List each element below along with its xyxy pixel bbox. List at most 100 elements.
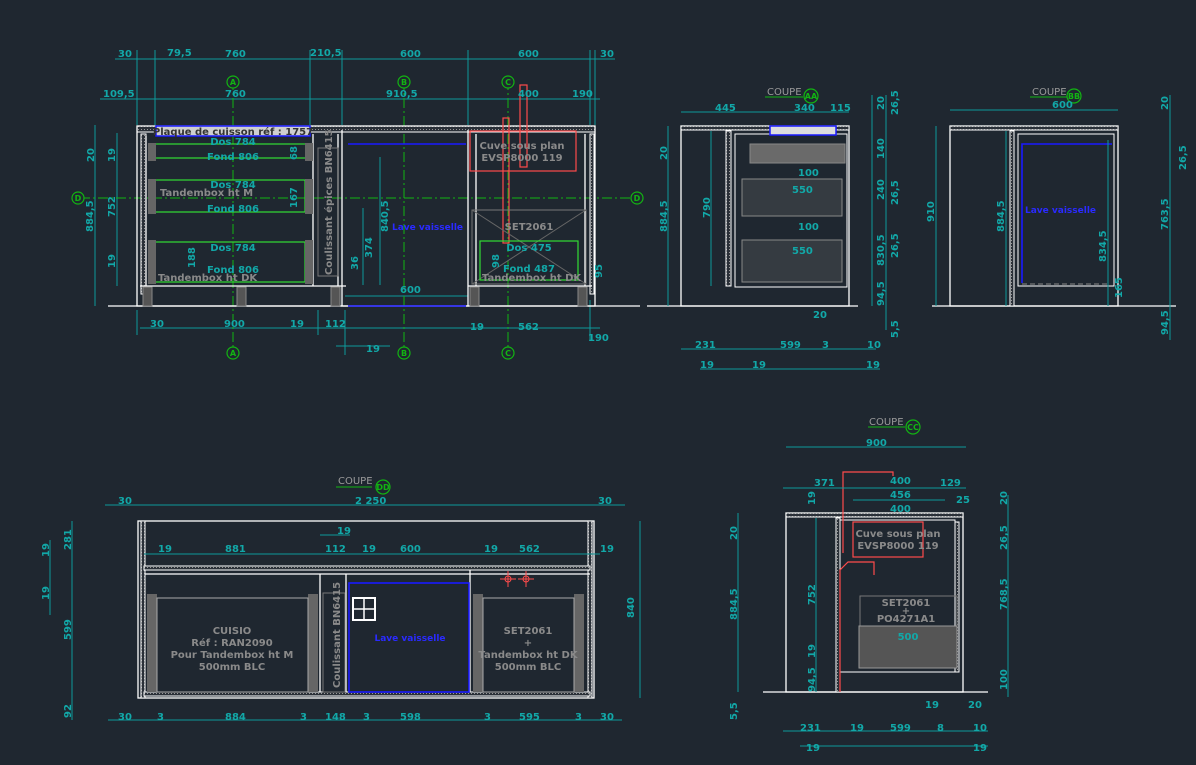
dimension-label: 30 (118, 496, 132, 507)
drawer-bottom[interactable] (741, 239, 843, 283)
axis-marker-c-top[interactable]: C (501, 75, 515, 89)
dimension-label: 19 (470, 322, 484, 333)
dimension-label: 500mm BLC (199, 662, 266, 673)
dimension-label: 830,5 (876, 234, 887, 266)
drawer-label: Dos 784 (210, 180, 256, 191)
drawer-label: Fond 487 (503, 264, 555, 275)
sink-label: Cuve sous plan (479, 141, 564, 152)
dimension-label: 140 (876, 138, 887, 159)
drawer-middle[interactable]: Dos 784 Fond 806 Tandembox ht M (148, 179, 313, 215)
front-dimension-lines (94, 50, 615, 355)
section-marker-aa[interactable]: AA (803, 88, 819, 104)
dimension-label: 19 (807, 491, 818, 505)
dimension-label: 19 (158, 544, 172, 555)
dimension-label: 26,5 (999, 525, 1010, 550)
drawer-top[interactable]: Dos 784 Fond 806 (148, 137, 313, 163)
dimension-label: 19 (107, 148, 118, 162)
section-title: COUPE (869, 417, 904, 428)
dimension-label: 19 (973, 743, 987, 754)
cooktop[interactable] (155, 125, 311, 137)
dimension-label: 20 (999, 491, 1010, 505)
dimension-label: 840,5 (380, 200, 391, 232)
dimension-label: 26,5 (890, 90, 901, 115)
dishwasher-label[interactable]: Lave vaisselle (392, 223, 463, 233)
dimension-label: 884,5 (996, 200, 1007, 232)
left-drawer-box[interactable]: CUISIO Réf : RAN2090 Pour Tandembox ht M… (147, 594, 318, 693)
dimension-label: 92 (63, 704, 74, 718)
axis-marker-b-top[interactable]: B (397, 75, 411, 89)
section-marker-dd[interactable]: DD (375, 479, 391, 495)
axis-marker-a-top[interactable]: A (226, 75, 240, 89)
dimension-label: 562 (519, 544, 540, 555)
axis-marker-d-left[interactable]: D (71, 191, 85, 205)
dimension-label: 752 (107, 196, 118, 217)
dimension-label: 374 (364, 237, 375, 258)
dimension-label: 19 (362, 544, 376, 555)
dimension-label: 600 (400, 49, 421, 60)
right-drawer[interactable]: SET2061 Dos 475 Fond 487 Tandembox ht DK (471, 209, 587, 285)
dimension-label: 68 (289, 146, 300, 160)
drawer-bottom[interactable]: Dos 784 Fond 806 Tandembox ht DK (148, 240, 313, 284)
cooktop[interactable] (769, 125, 837, 136)
dimension-label: 190 (572, 89, 593, 100)
drawer-middle[interactable] (741, 178, 843, 217)
sink-outline[interactable] (469, 130, 577, 172)
axis-marker-c-bottom[interactable]: C (501, 346, 515, 360)
drawer-type-label: Tandembox ht DK (158, 273, 258, 284)
dimension-label: 768,5 (999, 578, 1010, 610)
dimension-label: 763,5 (1160, 198, 1171, 230)
sink-outline[interactable] (852, 521, 924, 558)
dimension-label: 112 (325, 544, 346, 555)
section-marker-bb[interactable]: BB (1066, 88, 1082, 104)
dishwasher-outline[interactable] (1021, 143, 1112, 283)
dimension-label: 148 (325, 712, 346, 723)
dimension-label: 129 (940, 478, 961, 489)
dimension-label: 456 (890, 490, 911, 501)
dimension-label: 19 (484, 544, 498, 555)
dimension-label: 881 (225, 544, 246, 555)
dimension-label: 79,5 (167, 48, 192, 59)
drawer-top[interactable] (749, 143, 846, 164)
axis-marker-b-bottom[interactable]: B (397, 346, 411, 360)
dimension-label: 115 (830, 103, 851, 114)
spice-pullout[interactable] (317, 147, 339, 277)
dimension-label: 400 (890, 504, 911, 515)
dimension-label: 20 (813, 310, 827, 321)
dimension-label: 19 (337, 526, 351, 537)
dimension-label: + (524, 638, 532, 649)
dimension-label: 400 (518, 89, 539, 100)
axis-label: A (230, 349, 237, 358)
dimension-label: 19 (107, 254, 118, 268)
section-aa: COUPE AA 445 340 115 20 26,5 140 240 26,… (647, 87, 901, 371)
dimension-label: 98 (491, 254, 502, 268)
dishwasher-outline[interactable] (348, 582, 470, 693)
spice-pullout-label: Coulissant BN6415 (332, 582, 343, 688)
axis-marker-d-right[interactable]: D (630, 191, 644, 205)
dimension-label: 400 (890, 476, 911, 487)
dimension-label: 19 (366, 344, 380, 355)
drawer-type-label: Tandembox ht M (160, 188, 253, 199)
dimension-label: 900 (866, 438, 887, 449)
front-elevation: A B C A B C D D Plaque de cuis (71, 48, 644, 360)
dimension-label: 19 (925, 700, 939, 711)
drawer-label: Dos 784 (210, 243, 256, 254)
front-dimension-texts: 30 79,5 760 210,5 600 600 30 109,5 760 9… (85, 48, 614, 355)
section-tag: CC (907, 423, 919, 432)
dimension-label: 36 (350, 256, 361, 270)
dimension-label: 30 (150, 319, 164, 330)
spice-pullout[interactable] (322, 592, 346, 693)
section-cc-dimension-texts: 900 371 400 129 456 400 25 19 20 884,5 7… (729, 438, 1010, 754)
dimension-label: 19 (850, 723, 864, 734)
dimension-label: 100 (999, 669, 1010, 690)
dimension-label: 112 (325, 319, 346, 330)
section-marker-cc[interactable]: CC (905, 419, 921, 435)
dimension-label: 600 (1052, 100, 1073, 111)
dimension-label: CUISIO (213, 626, 252, 637)
drawer-cc[interactable]: SET2061 + PO4271A1 500 (858, 595, 958, 669)
dimension-label: 30 (598, 496, 612, 507)
dimension-label: 100 (798, 222, 819, 233)
drawer-label: Fond 806 (207, 204, 259, 215)
right-drawer-box[interactable]: SET2061 + Tandembox ht DK 500mm BLC (473, 594, 584, 693)
axis-marker-a-bottom[interactable]: A (226, 346, 240, 360)
